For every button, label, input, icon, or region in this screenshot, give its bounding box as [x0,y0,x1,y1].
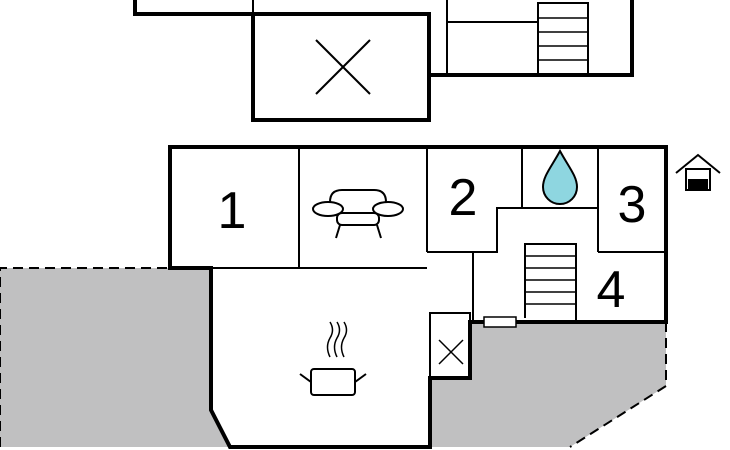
cooking-pot-icon [299,321,367,396]
house-icon [675,153,721,191]
upper-floor [133,0,634,122]
stairs-icon [537,2,589,75]
stairs-icon [524,243,577,318]
room-4-number: 4 [597,261,626,319]
room-1-number: 1 [218,182,247,240]
water-drop-icon [541,148,579,205]
room-3-number: 3 [618,176,647,234]
cross-void-icon [315,39,371,95]
room-2-number: 2 [449,169,478,227]
terrace-left [0,267,230,447]
sofa-icon [312,189,404,239]
terrace-right [430,322,667,448]
cross-void-icon [429,312,471,379]
door-threshold [483,316,517,328]
